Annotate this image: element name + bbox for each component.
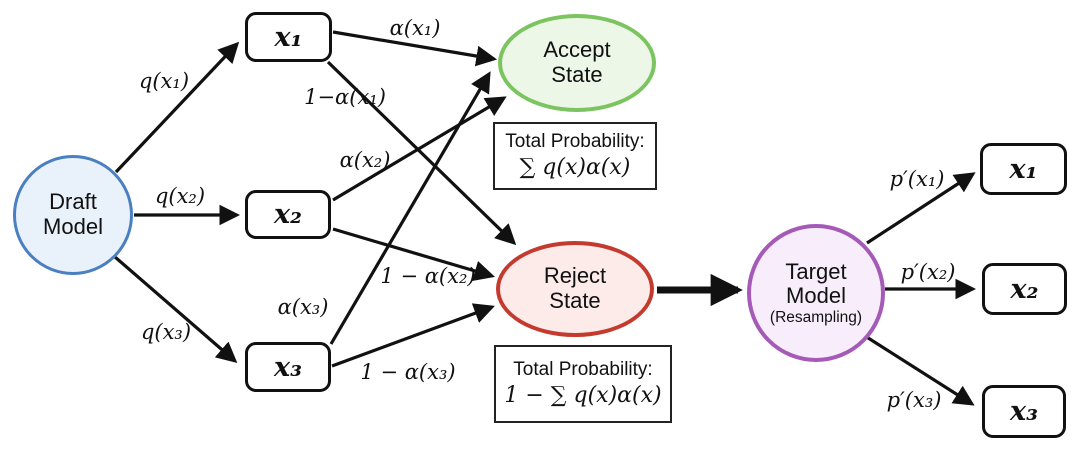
reject-probability-title: Total Probability: bbox=[513, 358, 653, 380]
edge-x2-to-reject bbox=[332, 227, 495, 281]
edge-label-p-prime-x1: p′(x₁) bbox=[889, 167, 945, 191]
edge-label-one-minus-alpha-x1: 1−α(x₁) bbox=[304, 85, 386, 109]
resampled-token-x1-label: x₁ bbox=[1009, 153, 1038, 185]
edge-label-p-prime-x2: p′(x₂) bbox=[900, 260, 956, 284]
reject-state-label-line1: Reject bbox=[543, 263, 607, 289]
edge-label-alpha-x1: α(x₁) bbox=[389, 16, 441, 40]
accept-state-label-line2: State bbox=[551, 62, 603, 87]
draft-token-x2-label: x₂ bbox=[274, 199, 302, 230]
edge-label-p-prime-x3: p′(x₃) bbox=[886, 388, 942, 412]
edge-draft-to-x1 bbox=[114, 41, 240, 174]
resampled-token-x3-label: x₃ bbox=[1010, 396, 1038, 427]
reject-probability-formula: 1 − ∑ q(x)α(x) bbox=[504, 382, 662, 408]
target-model-node: Target Model (Resampling) bbox=[747, 224, 885, 362]
draft-token-x3-box: x₃ bbox=[245, 342, 331, 392]
accept-probability-box: Total Probability: ∑ q(x)α(x) bbox=[493, 122, 657, 190]
resampled-token-x2-box: x₂ bbox=[982, 263, 1067, 315]
draft-token-x1-label: x₁ bbox=[274, 21, 303, 53]
target-model-label-line1: Target bbox=[785, 258, 847, 284]
draft-token-x2-box: x₂ bbox=[245, 190, 331, 239]
accept-probability-formula: ∑ q(x)α(x) bbox=[519, 154, 631, 180]
edge-target-to-x1 bbox=[866, 172, 976, 245]
resampled-token-x3-box: x₃ bbox=[982, 385, 1066, 438]
draft-token-x1-box: x₁ bbox=[245, 12, 332, 62]
reject-state-node: Reject State bbox=[496, 241, 654, 337]
edge-label-q-x2: q(x₂) bbox=[154, 184, 206, 208]
edge-label-q-x3: q(x₃) bbox=[140, 320, 192, 344]
edge-label-one-minus-alpha-x3: 1 − α(x₃) bbox=[360, 360, 456, 384]
edge-label-one-minus-alpha-x2: 1 − α(x₂) bbox=[380, 264, 476, 288]
edge-target-to-x3 bbox=[864, 334, 975, 406]
draft-token-x3-label: x₃ bbox=[274, 351, 302, 383]
resampled-token-x2-label: x₂ bbox=[1010, 273, 1039, 305]
reject-state-label-line2: State bbox=[549, 288, 601, 313]
edge-x3-to-reject bbox=[331, 303, 495, 368]
edge-x1-to-accept bbox=[332, 30, 498, 67]
edge-label-alpha-x2: α(x₂) bbox=[339, 148, 391, 172]
edge-x1-to-reject bbox=[326, 60, 517, 246]
edge-draft-to-x3 bbox=[113, 255, 238, 364]
reject-probability-box: Total Probability: 1 − ∑ q(x)α(x) bbox=[494, 345, 672, 423]
edge-x2-to-accept bbox=[332, 96, 507, 202]
accept-probability-title: Total Probability: bbox=[505, 130, 645, 152]
edge-label-alpha-x3: α(x₃) bbox=[277, 295, 329, 319]
edge-label-q-x1: q(x₁) bbox=[138, 69, 190, 93]
target-model-label-line3: (Resampling) bbox=[769, 308, 863, 326]
draft-model-label-line1: Draft bbox=[49, 189, 97, 215]
draft-model-label-line2: Model bbox=[43, 214, 103, 239]
resampled-token-x1-box: x₁ bbox=[980, 143, 1067, 195]
accept-state-node: Accept State bbox=[498, 14, 656, 112]
draft-model-node: Draft Model bbox=[13, 155, 133, 275]
target-model-label-line2: Model bbox=[786, 283, 846, 309]
accept-state-label-line1: Accept bbox=[543, 37, 611, 63]
edge-x3-to-accept bbox=[329, 71, 491, 345]
